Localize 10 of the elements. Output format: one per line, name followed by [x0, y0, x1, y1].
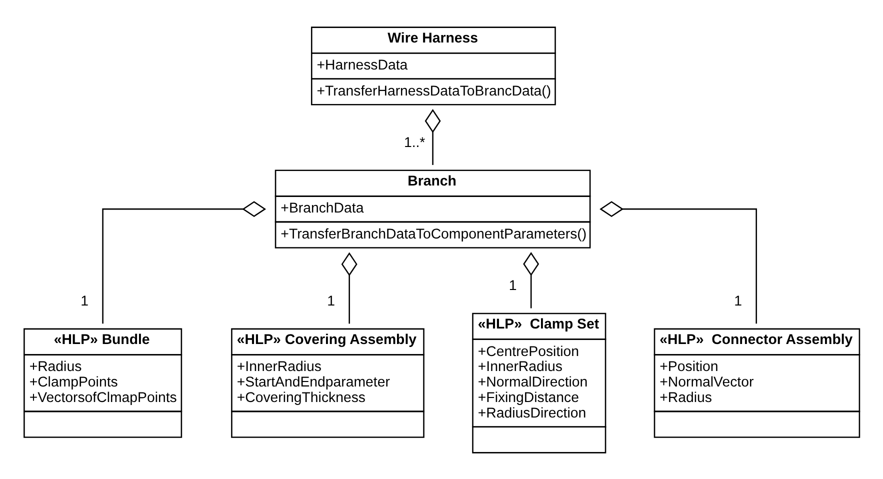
edge-label: 1	[327, 293, 336, 310]
connector	[102, 200, 266, 324]
connector	[341, 252, 358, 324]
edge-label: 1	[508, 278, 517, 294]
edge-label: 1	[80, 293, 89, 310]
edge-label: 1	[734, 293, 742, 310]
connector	[424, 108, 441, 164]
connector	[600, 200, 757, 324]
edge-label: 1..*	[404, 134, 426, 150]
connector	[523, 252, 540, 308]
